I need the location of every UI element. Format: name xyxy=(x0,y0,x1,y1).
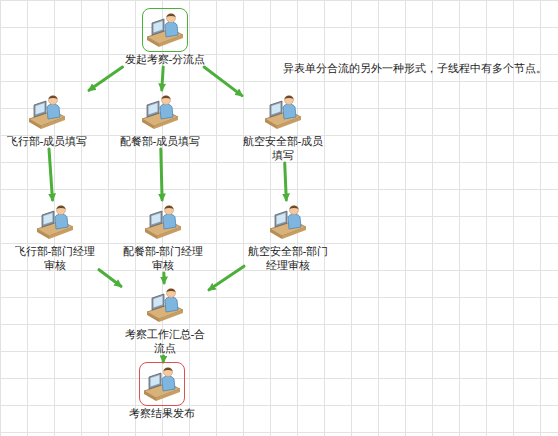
flow-arrow xyxy=(99,270,121,287)
process-node: 配餐部-部门经理审核 xyxy=(119,200,207,273)
node-label: 飞行部-部门经理审核 xyxy=(11,245,99,273)
process-node: 航空安全部-部门经理审核 xyxy=(244,200,332,273)
person-icon xyxy=(143,203,183,241)
icon-frame xyxy=(142,8,188,52)
node-label: 考察工作汇总-合流点 xyxy=(121,328,209,356)
node-label: 航空安全部-成员填写 xyxy=(242,135,324,163)
flow-arrow xyxy=(162,67,163,90)
flow-arrow xyxy=(89,67,123,90)
process-node: 飞行部-部门经理审核 xyxy=(11,200,99,273)
icon-frame xyxy=(265,200,311,244)
node-label: 发起考察-分流点 xyxy=(115,53,215,67)
flow-arrow xyxy=(204,67,242,96)
icon-frame xyxy=(139,362,185,406)
icon-frame xyxy=(260,90,306,134)
node-label: 配餐部-成员填写 xyxy=(118,135,202,149)
process-node: 考察结果发布 xyxy=(117,362,207,421)
flow-arrow xyxy=(209,266,244,290)
node-label: 航空安全部-部门经理审核 xyxy=(244,245,332,273)
process-node: 配餐部-成员填写 xyxy=(118,90,202,149)
person-icon xyxy=(35,203,75,241)
person-icon xyxy=(145,11,185,49)
person-icon xyxy=(27,93,67,131)
flow-arrow xyxy=(285,163,287,200)
icon-frame xyxy=(137,90,183,134)
note-text: 异表单分合流的另外一种形式，子线程中有多个节点。 xyxy=(283,62,547,76)
person-icon xyxy=(268,203,308,241)
person-icon xyxy=(145,286,185,324)
flow-arrow xyxy=(161,149,162,200)
flow-arrow xyxy=(162,273,165,283)
icon-frame xyxy=(140,200,186,244)
person-icon xyxy=(142,365,182,403)
icon-frame xyxy=(24,90,70,134)
person-icon xyxy=(263,93,303,131)
icon-frame xyxy=(142,283,188,327)
process-node: 考察工作汇总-合流点 xyxy=(121,283,209,356)
process-node: 航空安全部-成员填写 xyxy=(242,90,324,163)
process-node: 发起考察-分流点 xyxy=(115,8,215,67)
icon-frame xyxy=(32,200,78,244)
person-icon xyxy=(140,93,180,131)
node-label: 考察结果发布 xyxy=(117,407,207,421)
flow-arrow xyxy=(49,149,53,200)
process-node: 飞行部-成员填写 xyxy=(5,90,89,149)
node-label: 配餐部-部门经理审核 xyxy=(119,245,207,273)
node-label: 飞行部-成员填写 xyxy=(5,135,89,149)
